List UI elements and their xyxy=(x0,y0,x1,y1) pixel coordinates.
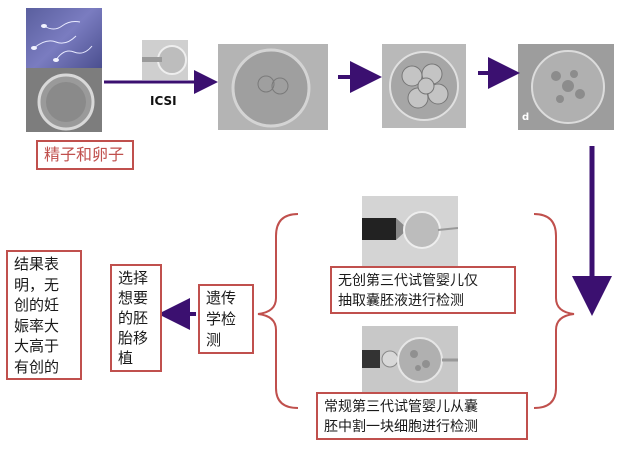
egg-photo xyxy=(26,68,102,132)
stage-label-sperm-egg: 精子和卵子 xyxy=(36,140,134,170)
icsi-injection-photo xyxy=(142,40,188,80)
zygote-illustration xyxy=(231,48,311,128)
select-embryo-text: 选择 想要 的胚 胎移 植 xyxy=(118,269,149,367)
blastocyst-illustration xyxy=(531,50,605,124)
icsi-label: ICSI xyxy=(150,94,177,108)
egg-illustration xyxy=(37,73,95,131)
result-box: 结果表 明，无 创的妊 娠率大 大高于 有创的 xyxy=(6,250,82,380)
result-text: 结果表 明，无 创的妊 娠率大 大高于 有创的 xyxy=(14,255,60,376)
icsi-illustration xyxy=(142,45,187,75)
sperm-illustration xyxy=(31,21,93,62)
method-blastocyst-fluid-text: 无创第三代试管婴儿仅 抽取囊胚液进行检测 xyxy=(338,273,478,309)
right-brace xyxy=(533,213,575,409)
blastocyst-photo: d xyxy=(518,44,614,130)
cell-biopsy-photo xyxy=(362,326,458,396)
method-cell-biopsy-box: 常规第三代试管婴儿从囊 胚中割一块细胞进行检测 xyxy=(316,392,528,440)
left-brace xyxy=(257,213,299,409)
blastocyst-fluid-sampling-photo xyxy=(362,196,458,266)
select-embryo-box: 选择 想要 的胚 胎移 植 xyxy=(110,264,162,372)
stage-label-sperm-egg-text: 精子和卵子 xyxy=(44,145,125,164)
genetic-testing-box: 遗传 学检 测 xyxy=(198,284,254,354)
zygote-photo xyxy=(218,44,328,130)
cleavage-illustration xyxy=(389,51,459,121)
method-cell-biopsy-text: 常规第三代试管婴儿从囊 胚中割一块细胞进行检测 xyxy=(324,399,478,435)
method-blastocyst-fluid-box: 无创第三代试管婴儿仅 抽取囊胚液进行检测 xyxy=(330,266,516,314)
sperm-photo xyxy=(26,8,102,68)
cleavage-embryo-photo xyxy=(382,44,466,128)
fluid-sampling-illustration xyxy=(362,211,458,249)
cell-biopsy-illustration xyxy=(362,337,458,383)
photo-letter-d: d xyxy=(522,112,530,123)
genetic-testing-text: 遗传 学检 测 xyxy=(206,289,237,349)
